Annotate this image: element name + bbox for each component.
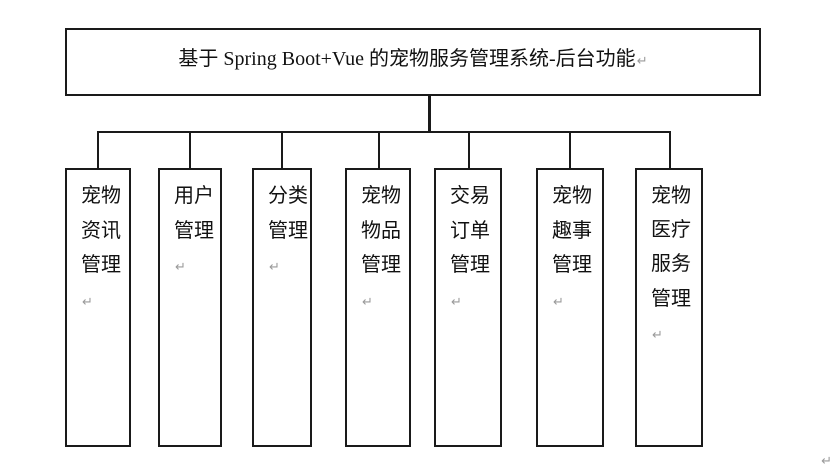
- module-label: 宠物医疗服务管理↵: [651, 183, 691, 343]
- branch-connector: [468, 131, 470, 168]
- trunk-connector: [428, 96, 431, 132]
- branch-connector: [189, 131, 191, 168]
- paragraph-mark-icon: ↵: [553, 294, 564, 310]
- paragraph-mark-icon: ↵: [821, 454, 832, 469]
- paragraph-mark-icon: ↵: [652, 327, 663, 343]
- horizontal-bus-connector: [97, 131, 671, 133]
- branch-connector: [669, 131, 671, 168]
- module-label: 分类管理↵: [268, 183, 308, 276]
- root-node: 基于 Spring Boot+Vue 的宠物服务管理系统-后台功能↵: [65, 28, 761, 96]
- module-box-pet-goods: 宠物物品管理↵: [345, 168, 411, 447]
- paragraph-mark-icon: ↵: [82, 294, 93, 310]
- root-title: 基于 Spring Boot+Vue 的宠物服务管理系统-后台功能: [178, 48, 636, 70]
- paragraph-mark-icon: ↵: [451, 294, 462, 310]
- module-label: 宠物资讯管理↵: [81, 183, 121, 310]
- module-box-pet-news: 宠物资讯管理↵: [65, 168, 131, 447]
- module-label: 宠物趣事管理↵: [552, 183, 592, 310]
- paragraph-mark-icon: ↵: [269, 260, 280, 276]
- root-title-line: 基于 Spring Boot+Vue 的宠物服务管理系统-后台功能↵: [67, 42, 759, 71]
- branch-connector: [378, 131, 380, 168]
- branch-connector: [281, 131, 283, 168]
- module-label: 交易订单管理↵: [450, 183, 490, 310]
- module-box-users: 用户管理↵: [158, 168, 222, 447]
- module-box-orders: 交易订单管理↵: [434, 168, 502, 447]
- module-label: 宠物物品管理↵: [361, 183, 401, 310]
- module-box-categories: 分类管理↵: [252, 168, 312, 447]
- paragraph-mark-icon: ↵: [175, 260, 186, 276]
- module-label: 用户管理↵: [174, 183, 214, 276]
- branch-connector: [97, 131, 99, 168]
- paragraph-mark-icon: ↵: [362, 294, 373, 310]
- module-box-pet-medical: 宠物医疗服务管理↵: [635, 168, 703, 447]
- branch-connector: [569, 131, 571, 168]
- module-box-pet-stories: 宠物趣事管理↵: [536, 168, 604, 447]
- paragraph-mark-icon: ↵: [636, 54, 648, 69]
